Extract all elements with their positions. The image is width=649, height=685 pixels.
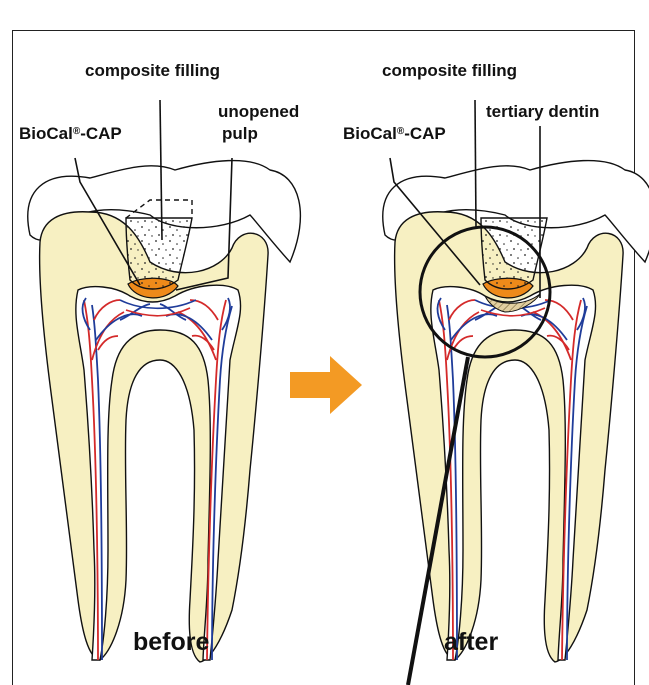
tooth-before [28, 161, 301, 662]
caption-before: before [133, 630, 209, 655]
label-unopened-pulp-line1: unopened [218, 103, 299, 120]
label-biocal-cap-before: BioCal®-CAP [19, 125, 122, 142]
label-unopened-pulp-line2: pulp [222, 125, 258, 142]
right-arrow-icon [290, 356, 362, 414]
caption-after: after [444, 630, 498, 655]
label-tertiary-dentin: tertiary dentin [486, 103, 599, 120]
label-composite-filling-after: composite filling [382, 62, 517, 79]
label-biocal-cap-after: BioCal®-CAP [343, 125, 446, 142]
label-composite-filling-before: composite filling [85, 62, 220, 79]
